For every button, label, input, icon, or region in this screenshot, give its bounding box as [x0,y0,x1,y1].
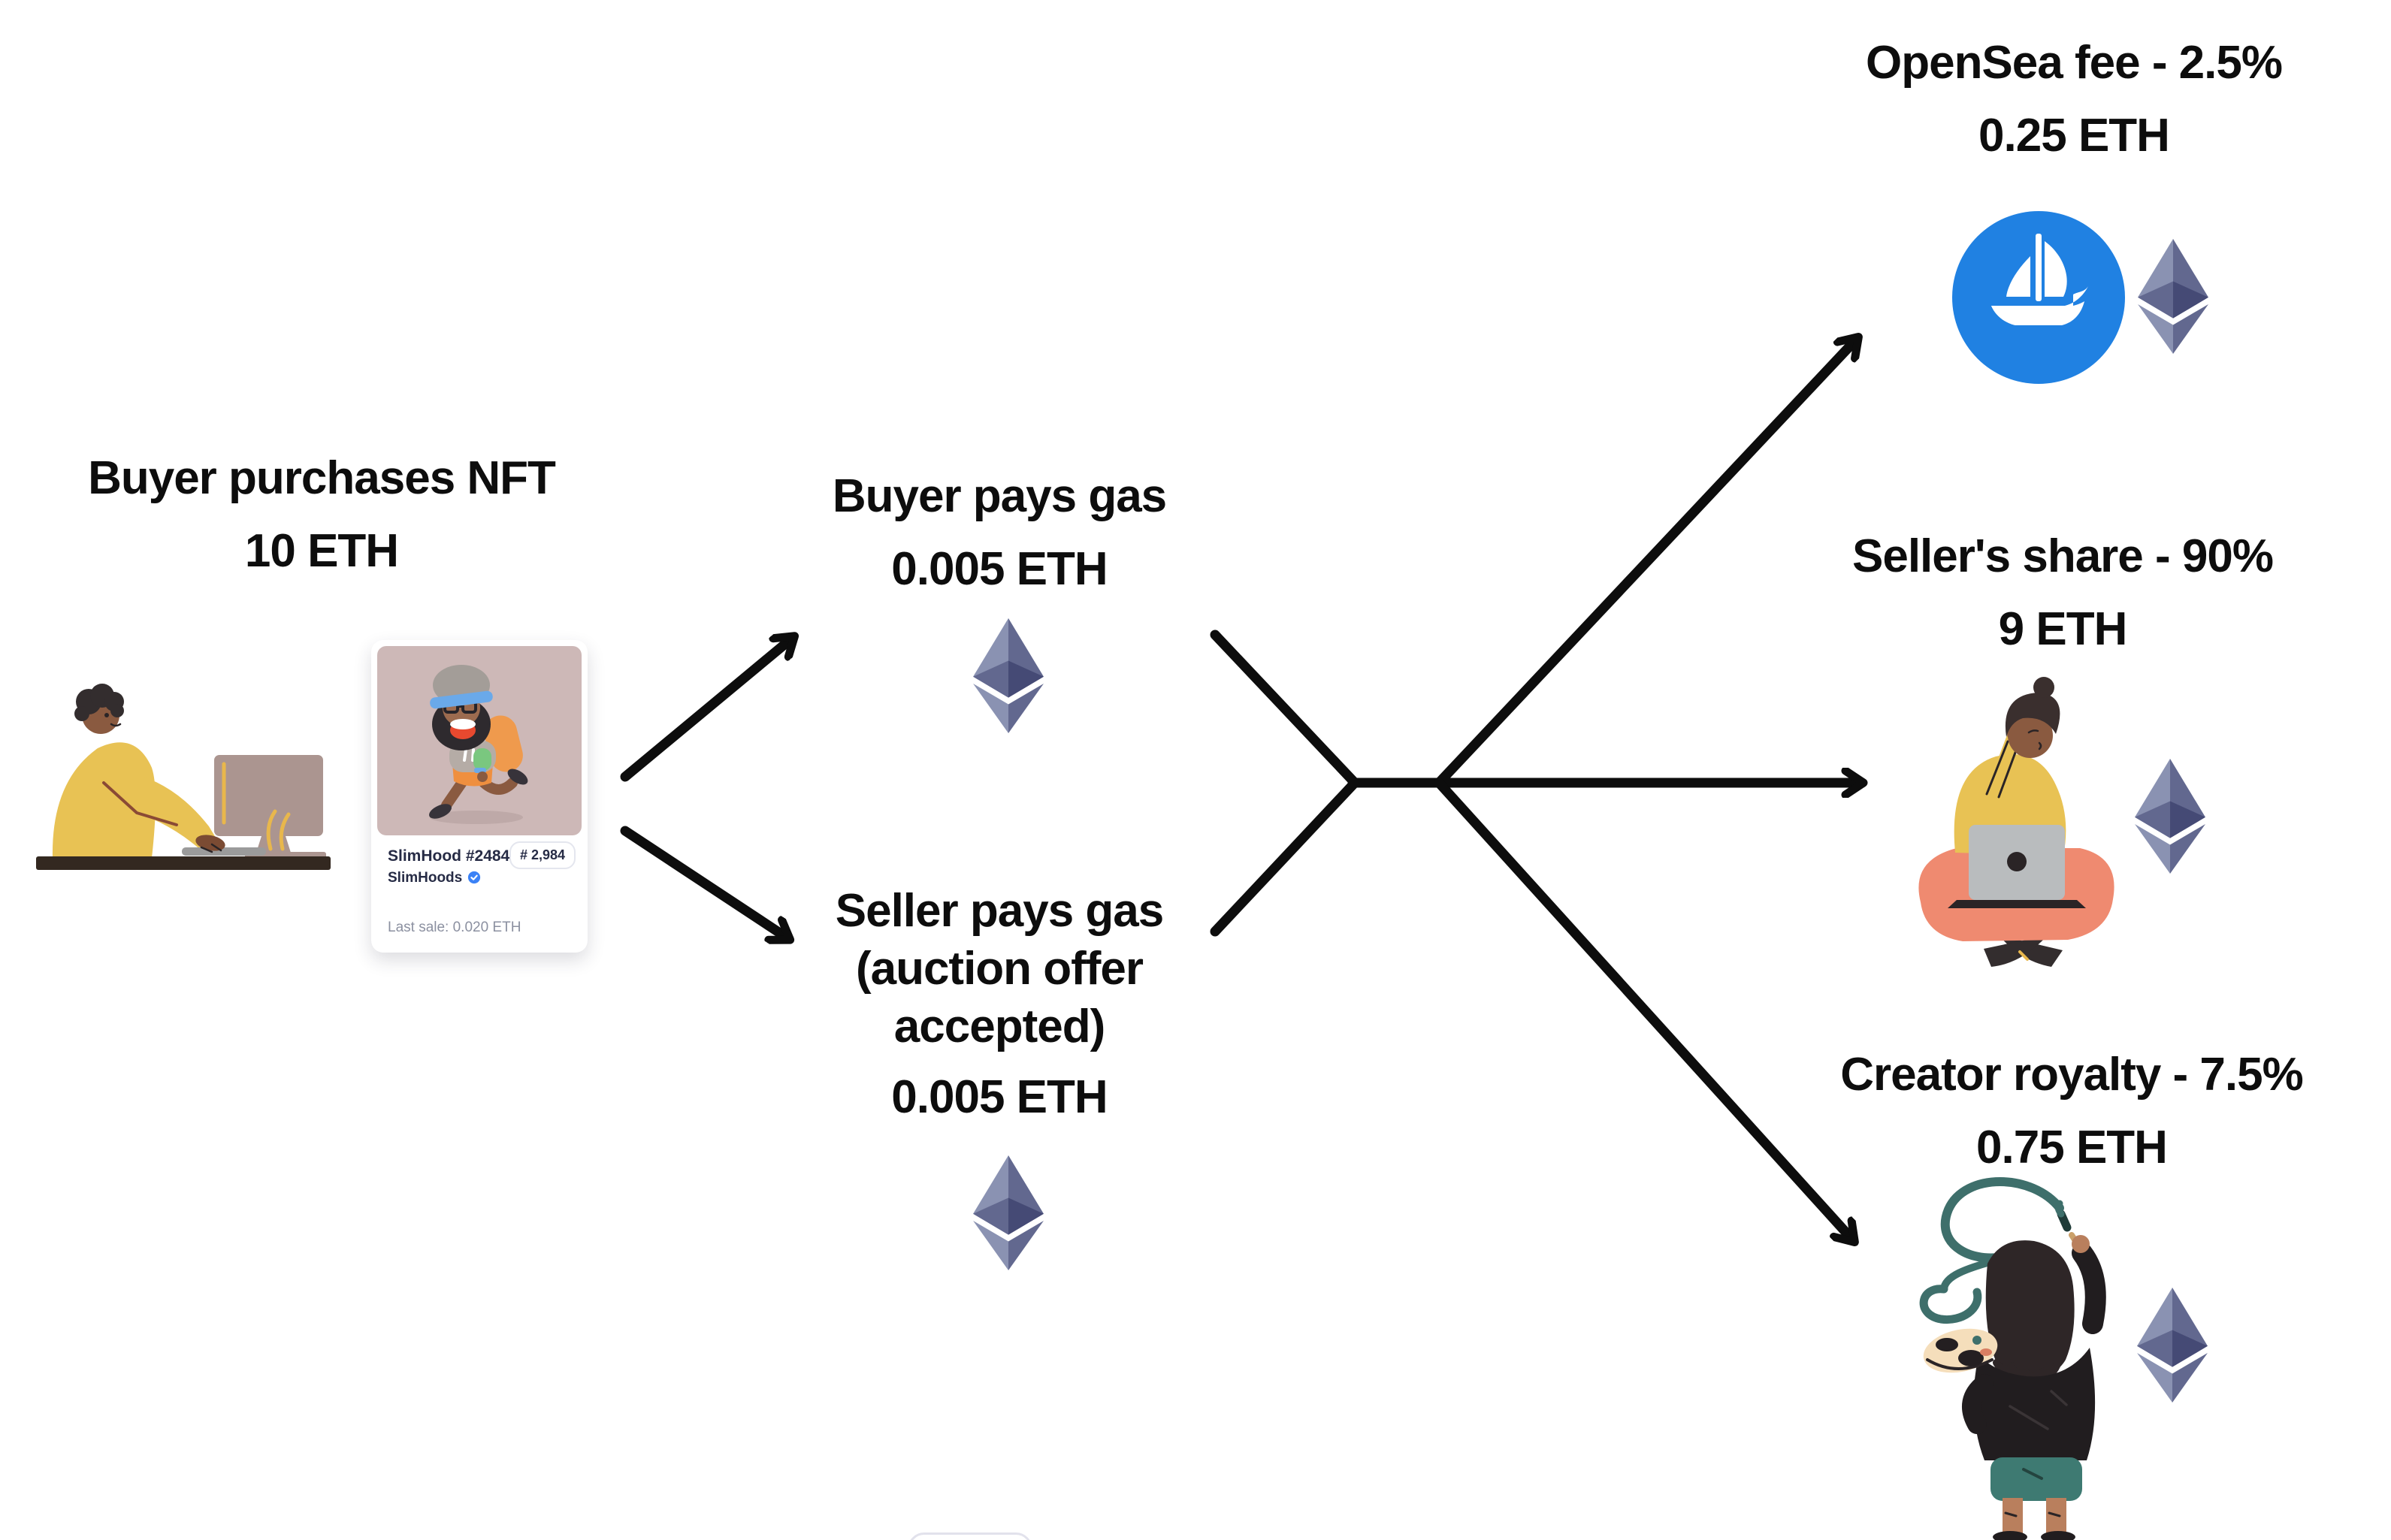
line-seller-gas-to-junction [1210,778,1360,937]
seller-share-line2: 9 ETH [1998,603,2128,655]
verified-badge-icon [467,871,481,884]
nft-card-title: SlimHood #2484 [388,847,510,865]
arrow-junction-to-opensea [1434,338,1857,788]
seller-gas-line1: Seller pays gas [835,885,1165,937]
creator-royalty-label: Creator royalty - 7.5% 0.75 ETH [1786,1038,2357,1184]
arrow-junction-to-creator [1434,778,1854,1241]
seller-gas-label: Seller pays gas (auction offer accepted) [759,882,1240,1055]
nft-card-collection: SlimHoods [388,870,463,886]
seller-share-label: Seller's share - 90% 9 ETH [1777,520,2348,666]
arrow-card-to-buyer-gas [620,637,793,782]
ethereum-icon [2138,239,2208,354]
buyer-illustration [36,684,331,870]
buyer-purchase-line1: Buyer purchases NFT [88,452,556,504]
ethereum-icon [973,618,1044,733]
arrow-card-to-seller-gas [620,826,789,939]
buyer-gas-line1: Buyer pays gas [832,470,1167,522]
opensea-fee-label: OpenSea fee - 2.5% 0.25 ETH [1788,26,2359,172]
opensea-fee-line1: OpenSea fee - 2.5% [1865,37,2283,89]
seller-gas-line2: (auction offer [855,943,1144,995]
seller-share-line1: Seller's share - 90% [1852,530,2274,582]
opensea-logo-icon [1952,211,2125,384]
creator-royalty-line1: Creator royalty - 7.5% [1840,1049,2303,1101]
buyer-gas-line2: 0.005 ETH [891,543,1108,595]
line-buyer-gas-to-junction [1210,630,1360,788]
nft-card: SlimHood #2484 SlimHoods # 2,984 Last sa… [371,640,588,953]
nft-last-sale: Last sale: 0.020 ETH [388,919,521,935]
buyer-gas-label: Buyer pays gas 0.005 ETH [759,460,1240,605]
creator-illustration [1919,1177,2106,1540]
nft-rank-badge: # 2,984 [509,841,576,869]
seller-illustration [1918,677,2114,967]
buyer-purchase-label: Buyer purchases NFT 10 ETH [36,442,607,587]
seller-gas-value: 0.005 ETH [891,1071,1108,1123]
buyer-purchase-line2: 10 ETH [244,525,399,577]
creator-royalty-line2: 0.75 ETH [1976,1122,2168,1173]
ethereum-icon [2135,759,2205,874]
seller-gas-line3: accepted) [893,1001,1105,1052]
opensea-fee-line2: 0.25 ETH [1978,110,2170,162]
nft-card-image [377,646,582,835]
ethereum-icon [973,1155,1044,1270]
cutoff-bottom-element [908,1532,1032,1540]
